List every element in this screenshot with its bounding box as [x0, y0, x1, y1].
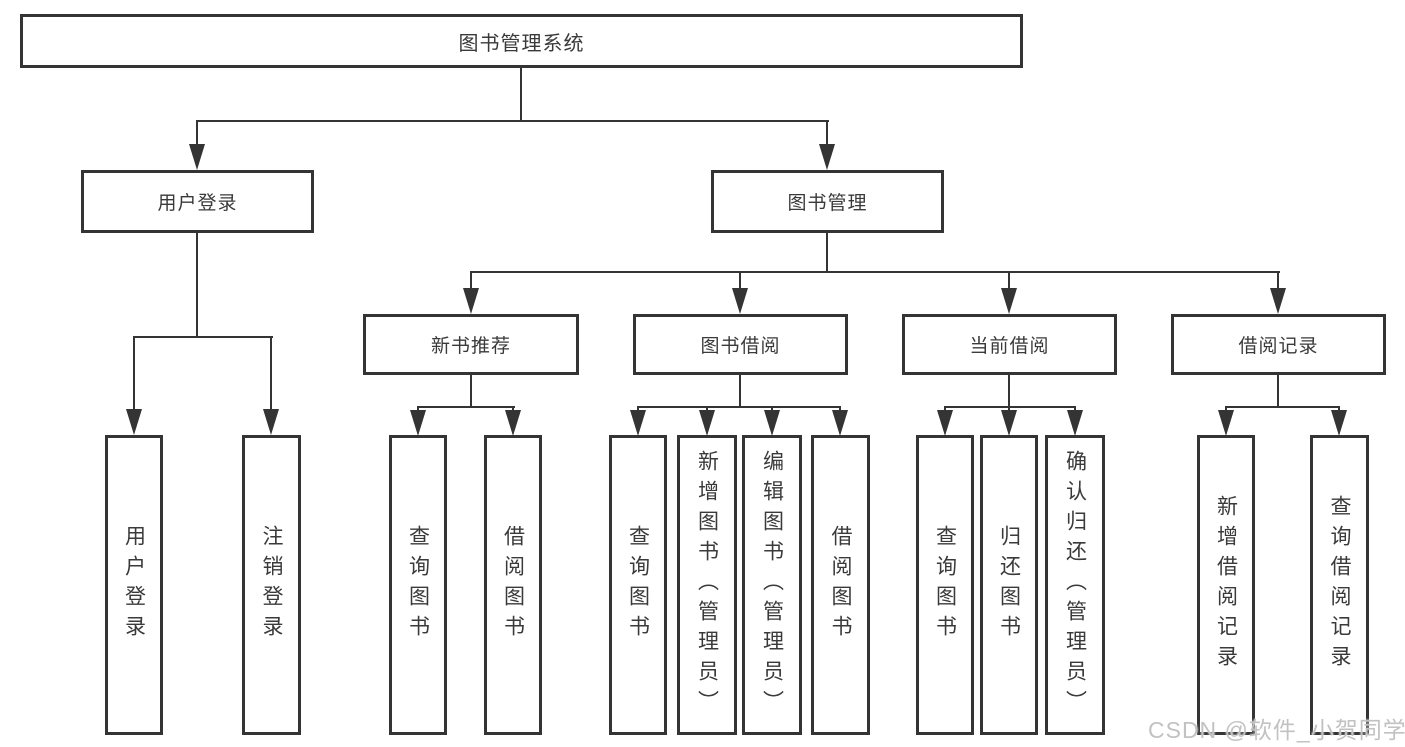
connector-line	[826, 120, 828, 146]
node-new-book-recommend-label: 新书推荐	[430, 336, 511, 357]
node-user-login: 用户登录	[81, 170, 314, 233]
connector-line	[1074, 406, 1076, 412]
leaf-borrow-add-books-admin-label: 新增图书（管理员）	[695, 450, 719, 720]
node-book-management: 图书管理	[711, 170, 944, 233]
connector-line	[1277, 271, 1279, 290]
arrowhead-down-icon	[832, 410, 848, 436]
node-user-login-label: 用户登录	[157, 193, 238, 214]
connector-line	[270, 336, 272, 410]
connector-line	[417, 406, 515, 408]
leaf-current-query-books-label: 查询图书	[933, 525, 957, 645]
connector-line	[133, 336, 273, 338]
arrowhead-down-icon	[189, 144, 205, 170]
leaf-current-query-books: 查询图书	[916, 435, 974, 735]
leaf-recommend-borrow-books-label: 借阅图书	[501, 525, 525, 645]
arrowhead-down-icon	[1270, 288, 1286, 314]
connector-line	[637, 406, 639, 412]
node-current-borrow: 当前借阅	[902, 314, 1117, 375]
arrowhead-down-icon	[1067, 410, 1083, 436]
node-root: 图书管理系统	[20, 14, 1023, 68]
connector-line	[1225, 406, 1339, 408]
arrowhead-down-icon	[630, 410, 646, 436]
leaf-logout: 注销登录	[242, 435, 301, 735]
leaf-recommend-query-books-label: 查询图书	[406, 525, 430, 645]
arrowhead-down-icon	[1331, 410, 1347, 436]
arrowhead-down-icon	[263, 409, 279, 435]
arrowhead-down-icon	[126, 409, 142, 435]
connector-line	[839, 406, 841, 412]
connector-line	[739, 375, 741, 407]
leaf-borrow-borrow-books-label: 借阅图书	[829, 525, 852, 645]
connector-line	[706, 406, 708, 412]
connector-line	[944, 406, 946, 412]
connector-line	[1277, 375, 1279, 407]
leaf-recommend-query-books: 查询图书	[389, 435, 447, 735]
leaf-recommend-borrow-books: 借阅图书	[484, 435, 542, 735]
connector-line	[826, 233, 828, 273]
connector-line	[470, 375, 472, 407]
connector-line	[1008, 271, 1010, 290]
arrowhead-down-icon	[1001, 410, 1017, 436]
connector-line	[944, 406, 1076, 408]
connector-line	[417, 406, 419, 412]
arrowhead-down-icon	[505, 410, 521, 436]
watermark-text: CSDN @软件_小贺同学	[1148, 717, 1405, 743]
arrowhead-down-icon	[937, 410, 953, 436]
leaf-records-query-record-label: 查询借阅记录	[1328, 495, 1351, 675]
arrowhead-down-icon	[1001, 288, 1017, 314]
connector-line	[771, 406, 773, 412]
connector-line	[196, 120, 198, 146]
connector-line	[196, 120, 829, 122]
leaf-borrow-edit-books-admin: 编辑图书（管理员）	[742, 435, 802, 735]
connector-line	[1225, 406, 1227, 412]
connector-line	[1008, 406, 1010, 412]
leaf-records-query-record: 查询借阅记录	[1310, 435, 1369, 735]
node-book-borrow-label: 图书借阅	[700, 336, 781, 357]
connector-line	[520, 68, 522, 120]
node-book-borrow: 图书借阅	[633, 314, 848, 375]
connector-line	[739, 271, 741, 290]
node-book-management-label: 图书管理	[787, 193, 868, 214]
node-root-label: 图书管理系统	[458, 32, 585, 55]
node-new-book-recommend: 新书推荐	[363, 314, 579, 375]
arrowhead-down-icon	[819, 144, 835, 170]
node-borrow-records-label: 借阅记录	[1238, 336, 1319, 357]
connector-line	[1338, 406, 1340, 412]
leaf-borrow-query-books-label: 查询图书	[626, 525, 650, 645]
arrowhead-down-icon	[732, 288, 748, 314]
leaf-current-confirm-return-admin: 确认归还（管理员）	[1045, 435, 1105, 735]
arrowhead-down-icon	[1218, 410, 1234, 436]
leaf-records-add-record: 新增借阅记录	[1197, 435, 1255, 735]
connector-line	[637, 406, 841, 408]
leaf-borrow-borrow-books: 借阅图书	[811, 435, 870, 735]
leaf-records-add-record-label: 新增借阅记录	[1214, 495, 1238, 675]
leaf-current-return-books-label: 归还图书	[997, 525, 1021, 645]
connector-line	[196, 233, 198, 336]
leaf-borrow-edit-books-admin-label: 编辑图书（管理员）	[760, 450, 784, 720]
leaf-user-login-label: 用户登录	[122, 525, 146, 645]
connector-line	[470, 271, 1280, 273]
node-current-borrow-label: 当前借阅	[969, 336, 1050, 357]
leaf-user-login: 用户登录	[105, 435, 163, 735]
connector-line	[512, 406, 514, 412]
node-borrow-records: 借阅记录	[1171, 314, 1386, 375]
arrowhead-down-icon	[764, 410, 780, 436]
connector-line	[1008, 375, 1010, 407]
leaf-borrow-query-books: 查询图书	[609, 435, 667, 735]
arrowhead-down-icon	[699, 410, 715, 436]
leaf-current-return-books: 归还图书	[980, 435, 1038, 735]
arrowhead-down-icon	[463, 288, 479, 314]
leaf-logout-label: 注销登录	[260, 525, 283, 645]
arrowhead-down-icon	[410, 410, 426, 436]
connector-line	[470, 271, 472, 290]
leaf-current-confirm-return-admin-label: 确认归还（管理员）	[1063, 450, 1087, 720]
connector-line	[133, 336, 135, 410]
leaf-borrow-add-books-admin: 新增图书（管理员）	[677, 435, 737, 735]
